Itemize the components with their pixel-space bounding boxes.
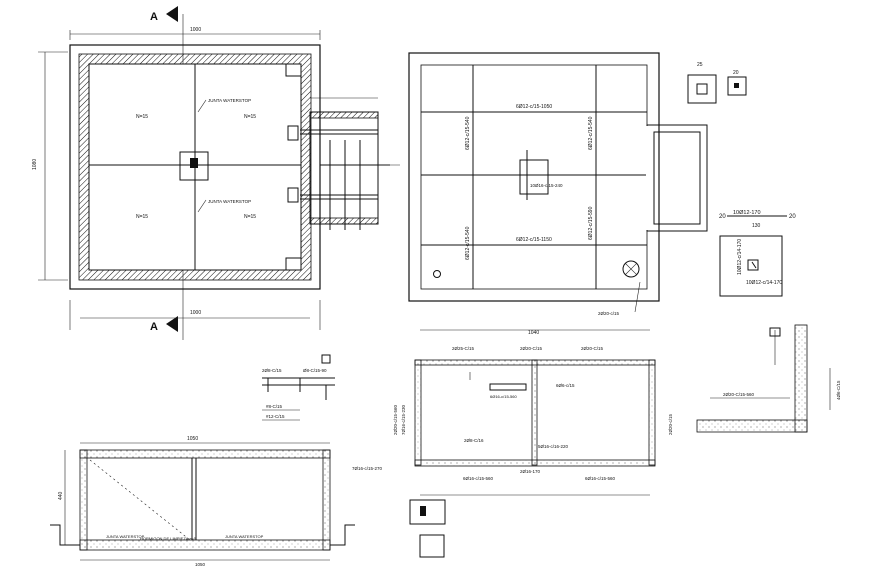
beam-width: 130 bbox=[752, 223, 761, 229]
section-center-center-tag: 5Ø16-c/16-220 bbox=[538, 444, 569, 449]
plan-left-level-4: N=15 bbox=[244, 214, 256, 220]
hook-detail: 2Ø8-C/15 Ø8-C/15-90 #8-C/15 #12-C/15 bbox=[262, 354, 335, 421]
plan-left-dim-top: 1000 bbox=[190, 27, 201, 33]
hook-label-4: #12-C/15 bbox=[266, 414, 285, 419]
plan-right-rebar-right-top: 6Ø12-c/15-540 bbox=[588, 116, 594, 150]
plan-right: 6Ø12-c/15-1050 6Ø12-c/15-1150 6Ø12-c/15-… bbox=[408, 52, 708, 316]
section-center: 1040 2Ø25-C/15 2Ø20-C/15 2Ø20-C/15 6Ø16-… bbox=[352, 329, 673, 558]
plan-left-level-2: N=15 bbox=[244, 114, 256, 120]
plan-right-rebar-top: 6Ø12-c/15-1050 bbox=[516, 104, 552, 110]
section-center-wall-left2: 7Ø16-c/15-230 bbox=[401, 404, 406, 435]
section-bottom-dim-top: 1050 bbox=[187, 436, 198, 442]
section-bottom-dim-left: 440 bbox=[58, 491, 64, 500]
section-mark-top-letter: A bbox=[150, 11, 158, 23]
section-bottom-label-2: HORMIGON DE LIMPIEZA e=5 bbox=[140, 536, 197, 541]
hook-label-1: 2Ø8-C/15 bbox=[262, 368, 282, 373]
section-mark-top-arrow bbox=[166, 6, 178, 22]
section-center-right-tag: 6Ø6-c/15 bbox=[556, 383, 575, 388]
beam-left: 20 bbox=[719, 214, 726, 220]
section-bottom-dim-bottom: 1050 bbox=[195, 562, 206, 567]
section-center-rebar-top-left: 2Ø25-C/15 bbox=[452, 346, 475, 351]
section-center-hook: 2Ø8-C/16 bbox=[464, 438, 484, 443]
section-center-rebar-top-right: 2Ø20-C/15 bbox=[581, 346, 604, 351]
section-center-bot-left: 6Ø16-c/15-560 bbox=[463, 476, 494, 481]
plan-left-dim-left: 1080 bbox=[32, 159, 38, 170]
plan-left-waterstop-2: JUNTA WATERSTOP bbox=[208, 199, 251, 204]
wall-label: 2Ø20-C/15-560 bbox=[723, 392, 755, 397]
section-center-base-left: 7Ø16-c/15-270 bbox=[352, 466, 383, 471]
wall-side-label: 4Ø6-C/15 bbox=[836, 380, 841, 400]
section-mark-bottom-arrow bbox=[166, 316, 178, 332]
plan-left-waterstop-1: JUNTA WATERSTOP bbox=[208, 98, 251, 103]
beam-right: 20 bbox=[789, 214, 796, 220]
section-center-rebar-top-mid: 2Ø20-C/15 bbox=[520, 346, 543, 351]
column-detail: 25 20 bbox=[687, 62, 747, 104]
column-dim2: 20 bbox=[733, 70, 739, 76]
section-center-bot-right: 6Ø16-c/15-560 bbox=[585, 476, 616, 481]
section-center-rebar-inner: 6Ø16-c/15-560 bbox=[490, 394, 517, 399]
section-bottom-label-3: JUNTA WATERSTOP bbox=[225, 534, 264, 539]
section-mark-bottom: A bbox=[150, 316, 178, 333]
block-label-h: 10Ø12-c/14-170 bbox=[746, 280, 782, 286]
beam-label: 10Ø12-170 bbox=[733, 210, 761, 216]
plan-left: 1000 1080 N=15 N=15 N=15 N=15 JUNTA WATE… bbox=[32, 27, 321, 330]
valve-chamber bbox=[287, 97, 400, 230]
plan-right-rebar-center: 10Ø16-c/15-240 bbox=[530, 183, 563, 188]
block-label-v: 10Ø12-c/14-170 bbox=[737, 239, 743, 275]
beam-detail: 20 10Ø12-170 20 130 10Ø12-c/14-170 10Ø12… bbox=[719, 210, 796, 297]
section-center-rebar-center: 2Ø16-170 bbox=[520, 469, 541, 474]
section-mark-bottom-letter: A bbox=[150, 321, 158, 333]
plan-right-rebar-left-top: 6Ø12-c/15-540 bbox=[465, 116, 471, 150]
section-bottom-label-1: JUNTA WATERSTOP bbox=[106, 534, 145, 539]
plan-right-rebar-right-bottom: 6Ø12-c/15-590 bbox=[588, 206, 594, 240]
plan-right-rebar-left-bottom: 6Ø12-c/15-540 bbox=[465, 226, 471, 260]
plan-left-dim-bottom: 1000 bbox=[190, 310, 201, 316]
wall-corner-detail: 4Ø6-C/15 2Ø20-C/15-560 bbox=[696, 324, 841, 433]
section-center-dim-top: 1040 bbox=[528, 330, 539, 336]
section-bottom: 1050 440 JUNTA WATERSTOP HORMIGON DE LIM… bbox=[50, 436, 355, 567]
section-center-wall-left: 2Ø20-c/15-560 bbox=[393, 404, 398, 435]
section-mark-top: A bbox=[150, 6, 178, 23]
hook-label-3: #8-C/15 bbox=[266, 404, 283, 409]
plan-right-rebar-corner: 2Ø20-c/15 bbox=[598, 311, 620, 316]
plan-left-level-3: N=15 bbox=[136, 214, 148, 220]
hook-label-2: Ø8-C/15-90 bbox=[303, 368, 327, 373]
plan-left-level-1: N=15 bbox=[136, 114, 148, 120]
plan-right-rebar-bottom: 6Ø12-c/15-1150 bbox=[516, 237, 552, 243]
column-dim: 25 bbox=[697, 62, 703, 68]
section-center-right-vert: 2Ø20-c/15 bbox=[668, 413, 673, 435]
